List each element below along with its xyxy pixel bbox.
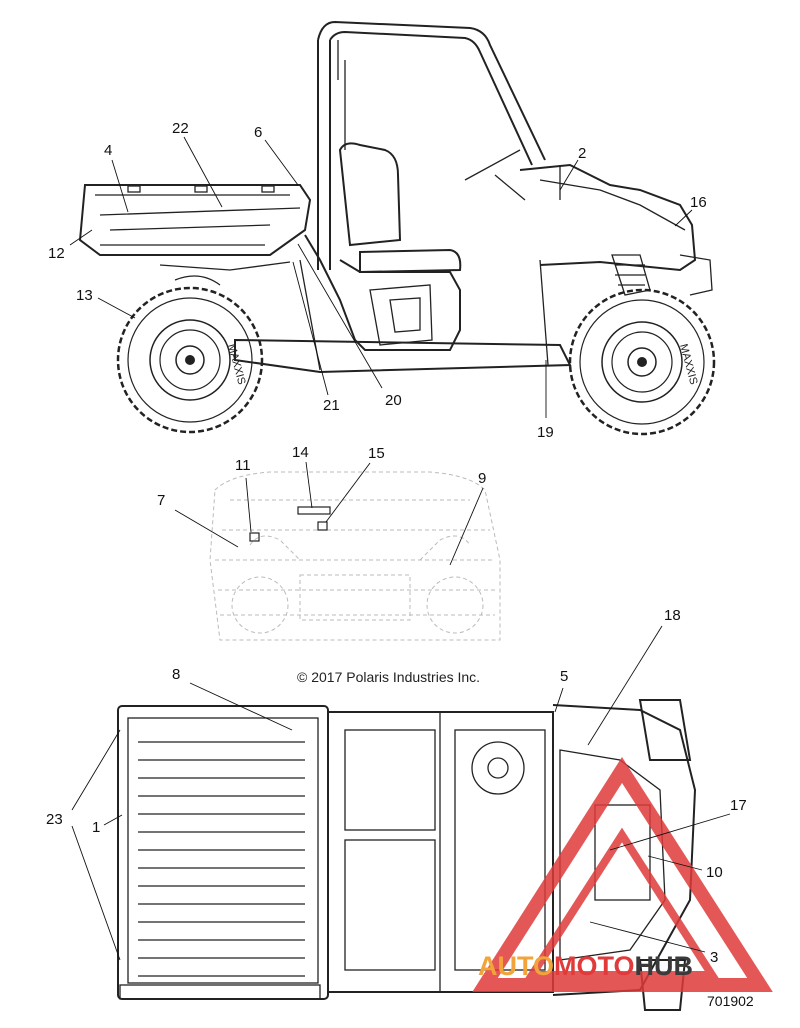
front-wheel: MAXXIS [568,288,716,436]
callout-22: 22 [172,120,189,137]
watermark-text: AUTOMOTOHUB [478,951,693,981]
callout-6: 6 [254,124,262,141]
callout-15: 15 [368,445,385,462]
callout-13: 13 [76,287,93,304]
callout-16: 16 [690,194,707,211]
callout-3: 3 [710,949,718,966]
callout-7: 7 [157,492,165,509]
callout-14: 14 [292,444,309,461]
leader-lines [69,136,731,961]
callout-10: 10 [706,864,723,881]
rear-tire-brand: MAXXIS [225,343,247,386]
callout-4: 4 [104,142,112,159]
front-tire-brand: MAXXIS [677,343,699,386]
front-view-ghost [209,471,501,641]
callout-labels: 2 4 6 12 13 16 19 20 21 22 7 9 11 14 15 … [46,120,747,966]
rear-wheel: MAXXIS [116,286,264,434]
copyright-text: © 2017 Polaris Industries Inc. [297,669,480,685]
callout-18: 18 [664,607,681,624]
callout-2: 2 [578,145,586,162]
callout-20: 20 [385,392,402,409]
cargo-bed-ribs [138,741,305,977]
callout-12: 12 [48,245,65,262]
callout-8: 8 [172,666,180,683]
callout-21: 21 [323,397,340,414]
figure-id: 701902 [707,993,754,1009]
callout-1: 1 [92,819,100,836]
callout-5: 5 [560,668,568,685]
callout-19: 19 [537,424,554,441]
side-view-vehicle [78,20,713,374]
callout-11: 11 [235,457,251,474]
callout-9: 9 [478,470,486,487]
callout-17: 17 [730,797,747,814]
watermark-logo [472,757,773,992]
top-view-vehicle [117,699,697,1011]
callout-23: 23 [46,811,63,828]
